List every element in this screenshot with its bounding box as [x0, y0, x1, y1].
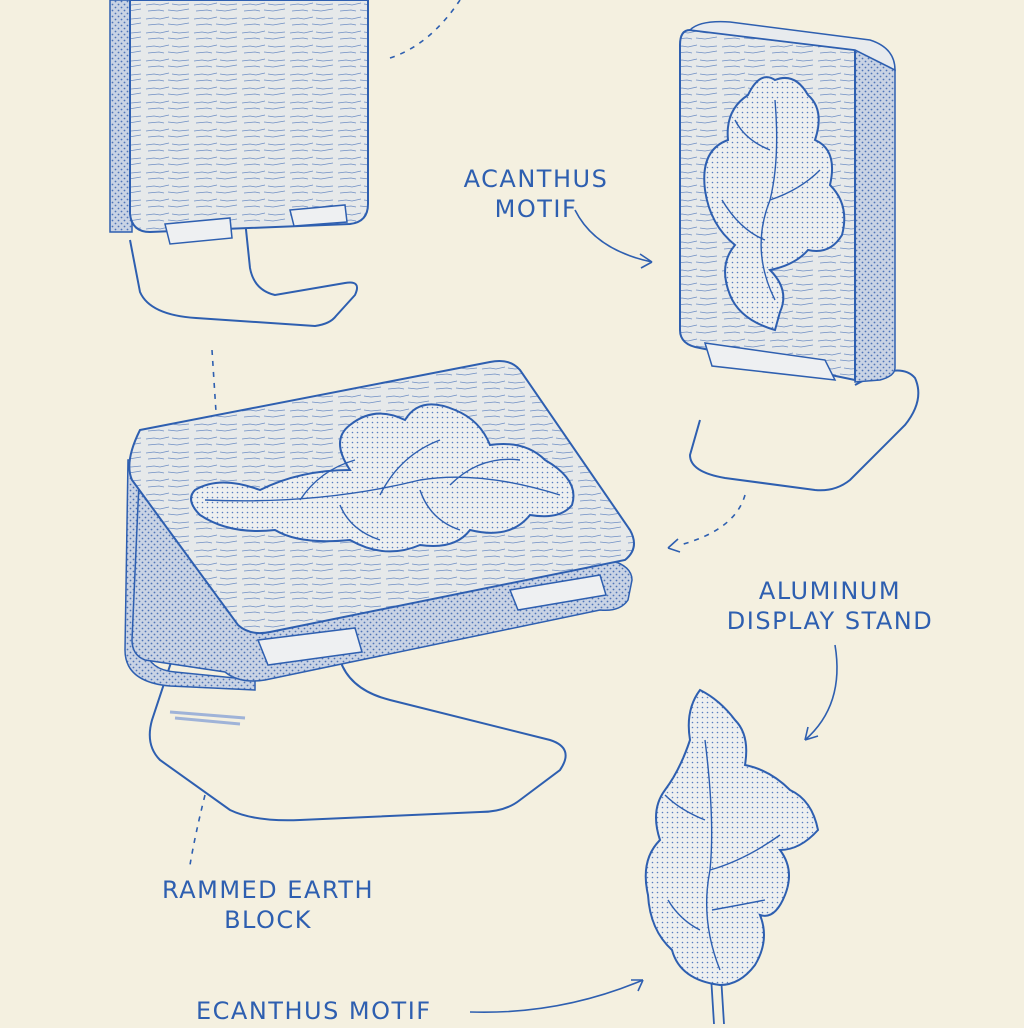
label-rammed-earth-line2: BLOCK — [224, 906, 312, 934]
label-aluminum-stand-line2: DISPLAY STAND — [726, 607, 934, 635]
label-aluminum-stand-line1: ALUMINUM — [758, 577, 902, 605]
center-stand-clip-left — [256, 627, 363, 666]
top-right-acanthus-relief — [703, 76, 846, 332]
connector-center-bottom — [189, 794, 206, 866]
acanthus-leaf-veins — [664, 739, 781, 971]
top-right-stand — [688, 369, 920, 492]
top-left-block-assembly — [109, 0, 369, 328]
top-right-block-side — [854, 48, 896, 383]
connector-to-center — [679, 494, 746, 546]
label-rammed-earth-line1: RAMMED EARTH — [161, 876, 375, 904]
top-left-block-side — [109, 0, 133, 233]
connectors — [189, 0, 838, 1014]
arrow-bottom-motif-head — [631, 979, 644, 992]
top-left-stand — [129, 219, 358, 328]
top-right-stand-clip — [703, 342, 837, 381]
arrow-acanthus-label — [574, 209, 653, 263]
arrow-center-head — [667, 538, 681, 553]
top-left-stand-clip — [164, 204, 348, 245]
standalone-acanthus — [644, 688, 820, 1025]
top-right-block-top — [688, 20, 896, 72]
center-stand-shadow — [169, 710, 246, 726]
top-left-block-face — [129, 0, 369, 234]
label-bottom-motif-text: ECANTHUS MOTIF — [196, 997, 432, 1025]
acanthus-leaf — [644, 688, 820, 987]
connector-top — [389, 0, 461, 59]
arrow-acanthus-label-head — [639, 253, 653, 269]
arrow-stand-label-head — [804, 726, 819, 741]
label-aluminum-display-stand: ALUMINUM DISPLAY STAND — [716, 576, 944, 636]
label-bottom-motif: ECANTHUS MOTIF — [196, 996, 468, 1026]
label-acanthus-motif-line1: ACANTHUS — [463, 165, 609, 193]
arrow-stand-label — [804, 644, 838, 741]
center-acanthus-veins — [204, 439, 561, 541]
arrow-bottom-motif — [469, 979, 644, 1014]
label-acanthus-motif-line2: MOTIF — [494, 195, 578, 223]
center-block-assembly — [124, 360, 635, 822]
label-acanthus-motif: ACANTHUS MOTIF — [436, 164, 636, 224]
label-rammed-earth-block: RAMMED EARTH BLOCK — [148, 875, 388, 935]
center-stand — [148, 604, 567, 822]
top-right-block-assembly — [679, 20, 920, 492]
connector-left-vertical — [211, 349, 217, 413]
top-right-acanthus-veins — [721, 99, 821, 301]
center-acanthus-relief — [190, 403, 575, 553]
center-stand-clip-right — [508, 574, 607, 611]
